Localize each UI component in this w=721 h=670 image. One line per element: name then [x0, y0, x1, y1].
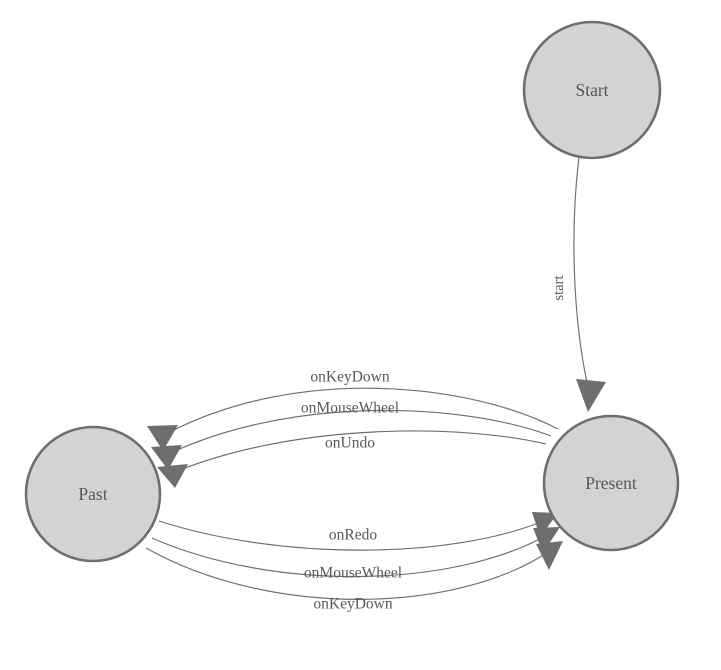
edge-label-past-present-onredo: onRedo [329, 527, 377, 544]
edge-label-present-past-onkeydown: onKeyDown [310, 369, 389, 386]
arrowhead-past-present-3 [536, 541, 563, 570]
edge-label-past-present-onmousewheel: onMouseWheel [304, 565, 402, 582]
arrowhead-start-present [576, 379, 606, 412]
arrowhead-past-present-2 [533, 527, 560, 553]
edge-path-present-past-1 [171, 387, 559, 432]
node-present-circle [542, 414, 680, 552]
edge-start-to-present[interactable] [573, 156, 606, 412]
node-past-label: Past [78, 484, 107, 504]
edge-path-present-past-2 [174, 409, 552, 452]
edge-present-to-past-onmousewheel[interactable] [151, 409, 552, 470]
edge-label-start: start [551, 276, 567, 301]
edge-path-past-present-3 [145, 547, 555, 600]
node-present-label: Present [585, 473, 637, 493]
node-past[interactable]: Past [24, 425, 162, 563]
edge-path-past-present-1 [158, 519, 547, 551]
edge-past-to-present-onmousewheel[interactable] [151, 527, 560, 578]
arrowhead-present-past-2 [151, 445, 182, 470]
edge-path-start-present [573, 156, 589, 388]
edge-present-to-past-onkeydown[interactable] [147, 387, 559, 451]
edge-label-present-past-onmousewheel: onMouseWheel [301, 400, 399, 417]
arrowhead-present-past-1 [147, 425, 178, 451]
node-present[interactable]: Present [542, 414, 680, 552]
edge-label-present-past-onundo: onUndo [325, 435, 375, 452]
node-past-circle [24, 425, 162, 563]
arrowhead-present-past-3 [157, 464, 188, 488]
node-start-circle [522, 20, 662, 160]
edge-path-present-past-3 [179, 430, 547, 471]
edge-past-to-present-onkeydown[interactable] [145, 541, 563, 600]
node-start[interactable]: Start [522, 20, 662, 160]
edge-present-to-past-onundo[interactable] [157, 430, 547, 488]
edge-path-past-present-2 [151, 533, 550, 578]
edge-label-past-present-onkeydown: onKeyDown [313, 596, 392, 613]
node-start-label: Start [575, 80, 608, 100]
